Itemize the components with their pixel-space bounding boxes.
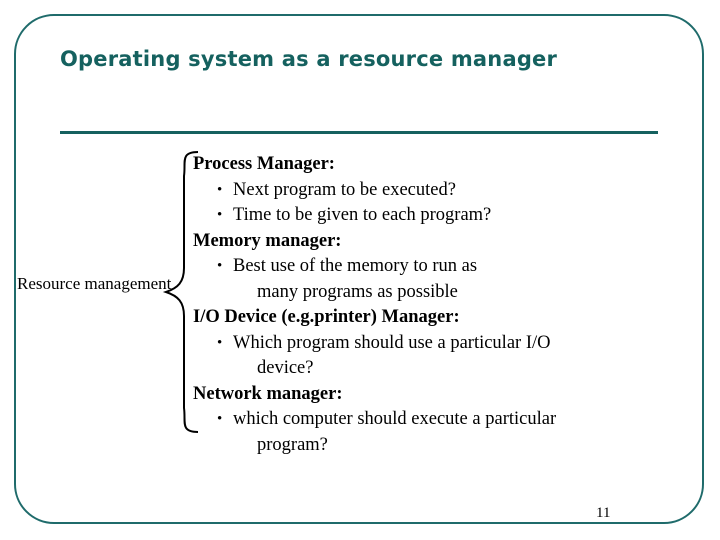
section-network-manager: Network manager: • which computer should… bbox=[193, 382, 693, 459]
bullet-item: • Best use of the memory to run as bbox=[193, 254, 693, 280]
resource-management-label: Resource management bbox=[17, 274, 172, 293]
section-memory-manager: Memory manager: • Best use of the memory… bbox=[193, 229, 693, 306]
page-title: Operating system as a resource manager bbox=[60, 47, 558, 71]
bullet-text: Best use of the memory to run as bbox=[233, 256, 478, 276]
bullet-item: • Which program should use a particular … bbox=[193, 331, 693, 357]
bullet-continuation: program? bbox=[257, 434, 328, 455]
bullet-glyph: • bbox=[217, 258, 223, 274]
section-heading: I/O Device (e.g.printer) Manager: bbox=[193, 307, 460, 327]
body-content: Process Manager: • Next program to be ex… bbox=[193, 152, 693, 458]
bullet-glyph: • bbox=[217, 207, 223, 223]
bullet-glyph: • bbox=[217, 181, 223, 198]
section-process-manager: Process Manager: • Next program to be ex… bbox=[193, 152, 693, 229]
bullet-text: which computer should execute a particul… bbox=[233, 409, 557, 429]
title-divider bbox=[60, 131, 658, 134]
bullet-item: • Next program to be executed? bbox=[193, 178, 693, 204]
bullet-continuation: device? bbox=[257, 358, 314, 378]
section-io-device-manager: I/O Device (e.g.printer) Manager: • Whic… bbox=[193, 305, 693, 382]
section-heading: Memory manager: bbox=[193, 230, 342, 251]
slide-border-frame bbox=[14, 14, 704, 524]
bullet-continuation: many programs as possible bbox=[257, 281, 458, 302]
bullet-text: Next program to be executed? bbox=[233, 179, 456, 200]
bullet-text: Which program should use a particular I/… bbox=[233, 332, 551, 353]
bullet-glyph: • bbox=[217, 334, 223, 351]
bullet-item: • Time to be given to each program? bbox=[193, 203, 693, 229]
curly-brace-icon bbox=[162, 151, 199, 433]
bullet-glyph: • bbox=[217, 411, 223, 427]
section-heading: Process Manager: bbox=[193, 154, 335, 174]
section-heading: Network manager: bbox=[193, 383, 343, 404]
bullet-text: Time to be given to each program? bbox=[233, 205, 492, 225]
bullet-item: • which computer should execute a partic… bbox=[193, 407, 693, 433]
page-number: 11 bbox=[596, 505, 611, 521]
